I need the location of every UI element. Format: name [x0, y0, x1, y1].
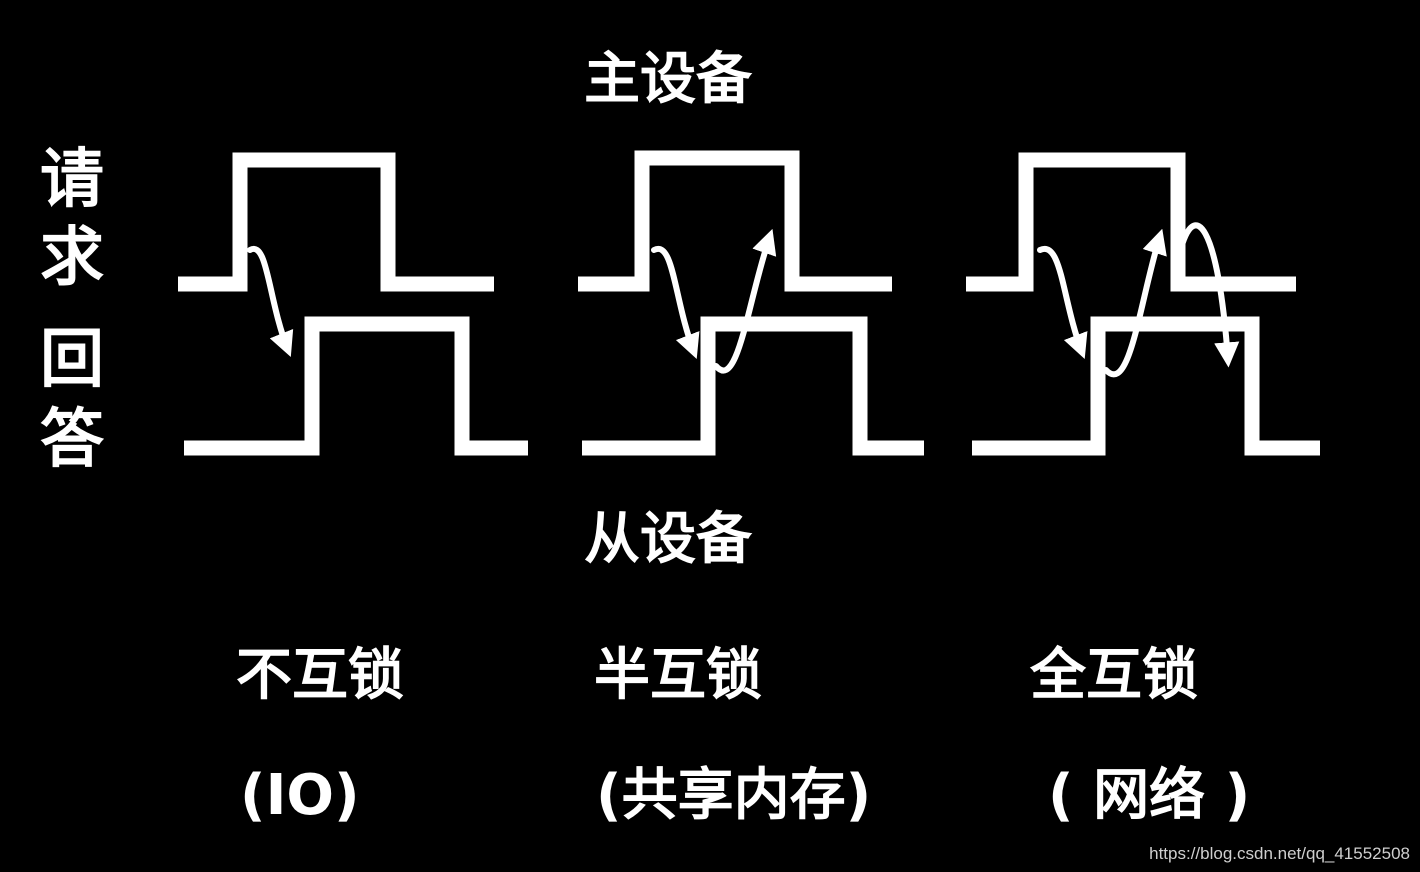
master-request-waveform-3: [966, 152, 1296, 292]
mode-name-non-interlocked: 不互锁: [236, 643, 404, 708]
arrow-request-to-answer-3: [1037, 245, 1088, 360]
arrow-request-to-answer-2: [651, 245, 700, 360]
side-request-char-1: 请: [40, 143, 104, 217]
mode-name-semi-interlocked: 半互锁: [594, 643, 762, 708]
master-device-label: 主设备: [584, 47, 752, 112]
master-request-waveform-2: [578, 150, 892, 292]
mode-example-io: (IO): [240, 763, 360, 828]
mode-name-fully-interlocked: 全互锁: [1030, 643, 1198, 708]
arrow-answer-to-request-fall-2: [713, 228, 777, 374]
arrow-request-fall-to-answer-fall-3: [1177, 222, 1240, 368]
side-answer-char-2: 答: [40, 403, 104, 477]
slave-answer-waveform-3: [972, 316, 1320, 456]
slave-device-label: 从设备: [584, 507, 752, 572]
slave-answer-waveform-2: [582, 316, 924, 456]
slave-answer-waveform-1: [184, 316, 528, 456]
side-answer-char-1: 回: [40, 323, 104, 397]
arrow-answer-to-request-fall-3: [1103, 228, 1167, 378]
master-request-waveform-1: [178, 152, 494, 292]
side-request-char-2: 求: [40, 221, 104, 295]
mode-example-shared-memory: (共享内存): [596, 763, 872, 828]
mode-example-network: ( 网络 ): [1048, 763, 1251, 828]
arrow-request-to-answer-1: [247, 245, 294, 358]
watermark-url: https://blog.csdn.net/qq_41552508: [1149, 844, 1410, 863]
